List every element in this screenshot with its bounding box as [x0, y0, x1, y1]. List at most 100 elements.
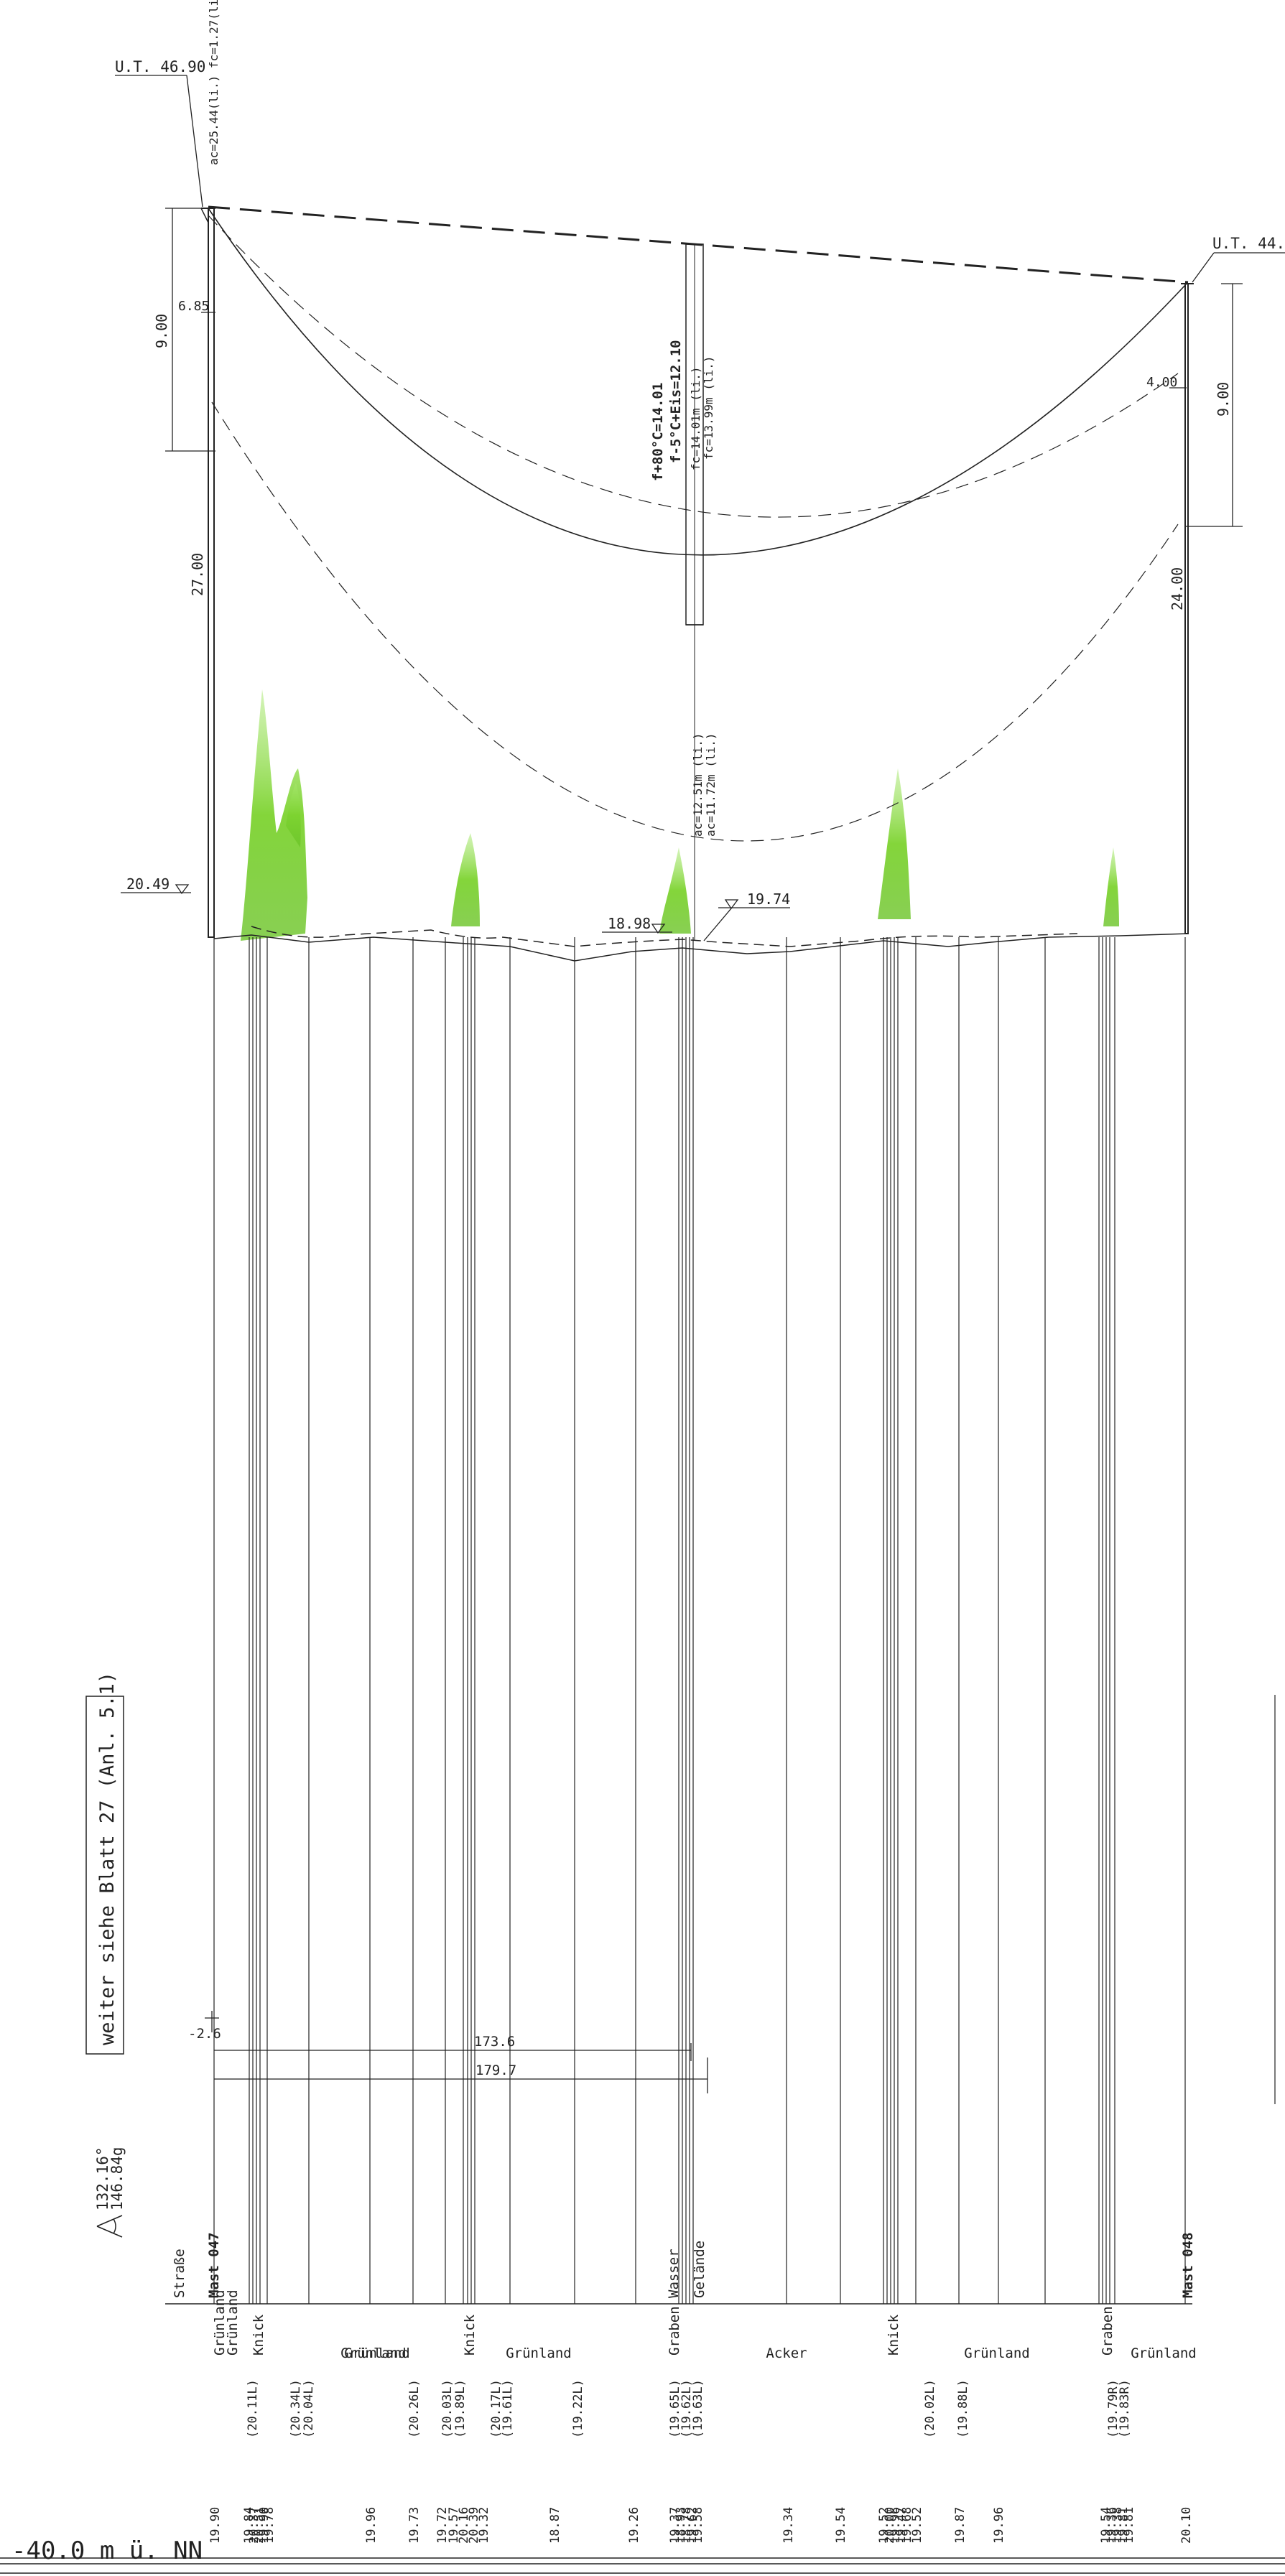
ground-level-left: 20.49: [126, 875, 170, 893]
elevation-5: 19.78: [262, 2507, 277, 2544]
bracket-value-0: (20.11L): [246, 2379, 260, 2438]
elevation-25: 19.47: [894, 2507, 909, 2544]
elevation-1: 19.84: [242, 2507, 256, 2544]
conductor-curves: [208, 205, 1189, 842]
dim-left-top: 9.00: [153, 314, 170, 348]
sag-ac2: ac=11.72m (li.): [704, 733, 718, 837]
elevation-0: 19.90: [208, 2507, 223, 2544]
elevation-6: 19.96: [364, 2507, 379, 2544]
elevation-2: 20.37: [247, 2507, 261, 2544]
land-top-2: Knick: [251, 2314, 266, 2356]
crossing-gelaende: Gelände: [692, 2241, 708, 2298]
continuation-note: weiter siehe Blatt 27 (Anl. 5.1): [96, 1672, 119, 2045]
angle-deg: 132.16°: [94, 2147, 111, 2210]
bracket-value-11: (19.63L): [691, 2379, 705, 2438]
ut-right-label: U.T. 44.10: [1212, 235, 1285, 252]
profile-grid: [213, 937, 1186, 2304]
bracket-value-1: (20.34L): [289, 2379, 303, 2438]
bracket-value-8: (19.22L): [571, 2379, 585, 2438]
dim-right-top: 9.00: [1215, 382, 1232, 417]
terrain-level: 19.74: [747, 891, 790, 908]
ac-fc-left-label: ac=25.44(li.) fc=1.27(li.): [207, 0, 221, 165]
elevation-8: 19.72: [435, 2507, 450, 2544]
bracket-value-3: (20.26L): [407, 2379, 422, 2438]
datum-label: -40.0 m ü. NN: [11, 2537, 203, 2565]
bracket-value-15: (19.83R): [1118, 2379, 1132, 2438]
dim-right-small: 4.00: [1146, 375, 1177, 390]
bracket-value-10: (19.62L): [679, 2379, 694, 2438]
land-top-6: Graben: [1100, 2306, 1115, 2356]
dim-left-lower: 27.00: [189, 553, 206, 596]
bracket-value-13: (19.88L): [956, 2379, 970, 2438]
distance-173: 173.6: [474, 2034, 515, 2050]
bracket-value-2: (20.04L): [302, 2379, 316, 2438]
bracket-value-9: (19.65L): [668, 2379, 682, 2438]
land-segment-1: Grünland: [344, 2345, 410, 2361]
elevation-24: 19.96: [889, 2507, 903, 2544]
elevation-3: 20.51: [252, 2507, 266, 2544]
elevation-32: 19.38: [1110, 2507, 1125, 2544]
elevation-19: 19.58: [691, 2507, 705, 2544]
elevation-22: 19.52: [877, 2507, 891, 2544]
elevation-13: 18.87: [548, 2507, 562, 2544]
elevation-23: 20.00: [883, 2507, 897, 2544]
elevation-35: 20.10: [1179, 2507, 1194, 2544]
land-top-3: Knick: [462, 2314, 478, 2356]
elevation-20: 19.34: [781, 2507, 796, 2544]
sag-fc2: fc=13.99m (li.): [702, 356, 715, 460]
bracket-value-4: (20.03L): [440, 2379, 455, 2438]
land-segment-4: Grünland: [964, 2345, 1030, 2361]
mast-048-name: Mast 048: [1180, 2232, 1196, 2298]
land-segment-2: Grünland: [506, 2345, 572, 2361]
elevation-21: 19.54: [834, 2507, 848, 2544]
bracket-value-14: (19.79R): [1106, 2379, 1121, 2438]
vegetation: [241, 689, 1119, 941]
elevation-29: 19.96: [992, 2507, 1006, 2544]
elevation-12: 19.32: [477, 2507, 491, 2544]
land-top-1: Grünland: [225, 2289, 241, 2356]
elevation-34: 19.81: [1122, 2507, 1136, 2544]
bracket-value-12: (20.02L): [923, 2379, 937, 2438]
distance-179: 179.7: [476, 2063, 516, 2078]
elevation-26: 19.68: [900, 2507, 914, 2544]
sag-f5: f-5°C+Eis=12.10: [668, 340, 684, 463]
angle-icon: [96, 2215, 123, 2238]
elevation-18: 19.62: [685, 2507, 700, 2544]
ut-left-label: U.T. 46.90: [115, 58, 205, 75]
elevation-16: 18.93: [674, 2507, 688, 2544]
elevation-4: 19.90: [257, 2507, 272, 2544]
elevation-11: 20.39: [467, 2507, 481, 2544]
sag-ac1: ac=12.51m (li.): [691, 733, 705, 837]
elevation-17: 18.78: [679, 2507, 694, 2544]
terrain-profile: [213, 926, 1189, 962]
crossing-wasser: Wasser: [666, 2249, 682, 2298]
bracket-value-6: (20.17L): [489, 2379, 504, 2438]
distance-lines: [205, 2011, 708, 2093]
elevation-10: 20.16: [457, 2507, 471, 2544]
dim-right-lower: 24.00: [1169, 567, 1186, 610]
sag-fc1: fc=14.01m (li.): [689, 367, 702, 471]
dimension-lines: [115, 75, 1285, 527]
labels: U.T. 46.90 U.T. 44.10 ac=25.44(li.) fc=1…: [11, 0, 1285, 2565]
table-band-lines: [0, 2303, 1285, 2574]
elevation-9: 19.57: [447, 2507, 461, 2544]
land-top-0: Grünland: [212, 2289, 228, 2356]
sag-f80: f+80°C=14.01: [650, 383, 666, 481]
bracket-value-5: (19.89L): [453, 2379, 468, 2438]
mast-047-name: Mast 047: [206, 2232, 222, 2298]
elevation-14: 19.26: [627, 2507, 641, 2544]
elevation-15: 19.37: [668, 2507, 682, 2544]
dim-left-small: 6.85: [178, 299, 209, 314]
bracket-value-7: (19.61L): [501, 2379, 515, 2438]
land-segment-3: Acker: [766, 2345, 807, 2361]
bracket-elevations: (20.11L) (20.34L)(20.04L) (20.26L) (20.03L)…: [246, 2379, 1132, 2438]
elevation-31: 19.36: [1105, 2507, 1119, 2544]
land-segment-5: Grünland: [1131, 2345, 1197, 2361]
elevation-7: 19.73: [407, 2507, 422, 2544]
elevation-30: 19.54: [1099, 2507, 1113, 2544]
land-segment-0: Grünland: [340, 2345, 407, 2361]
